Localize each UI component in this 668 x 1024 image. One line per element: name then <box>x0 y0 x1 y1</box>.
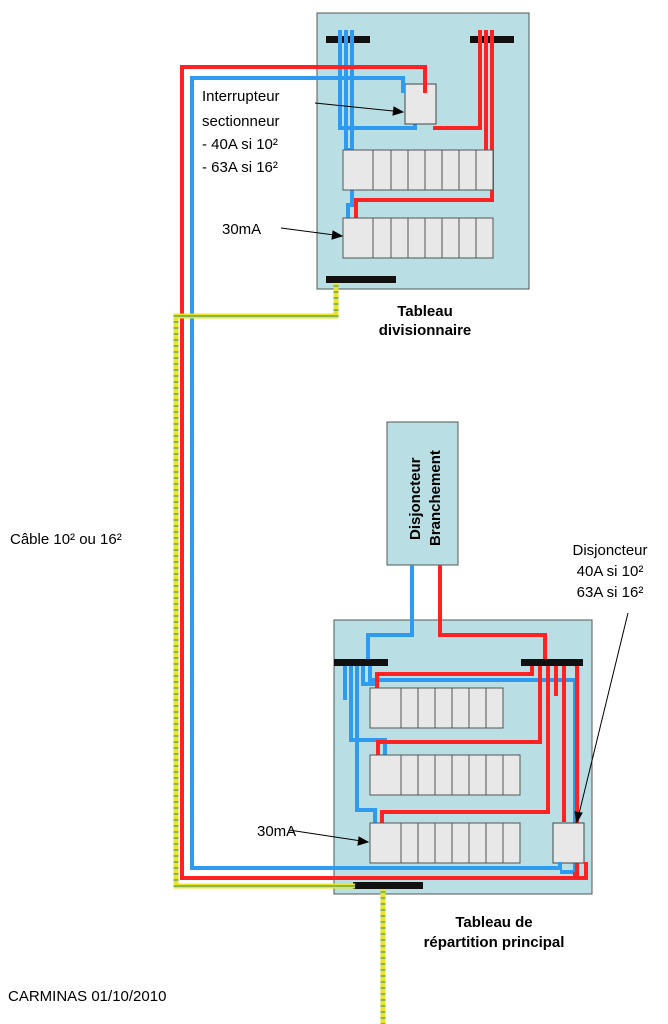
rcd-label-bottom: 30mA <box>257 823 296 840</box>
cable-10-16 <box>180 65 588 880</box>
leader-lines <box>280 102 629 846</box>
interrupteur-line-4: - 63A si 16² <box>202 159 278 176</box>
neutral-busbar-bottom <box>334 659 388 666</box>
disjoncteur-right-line-3: 63A si 16² <box>577 584 644 601</box>
bottom-module-row-3 <box>369 822 521 864</box>
bottom-module-row-1 <box>369 687 504 729</box>
phase-busbar-bottom <box>521 659 583 666</box>
bottom-panel-wiring <box>343 666 579 876</box>
rcd-label-top: 30mA <box>222 221 261 238</box>
tableau-principal-title-1: Tableau de <box>455 914 532 931</box>
interrupteur-line-1: Interrupteur <box>202 88 280 105</box>
cable-label: Câble 10² ou 16² <box>10 531 122 548</box>
branchement-wiring <box>366 565 547 662</box>
bottom-module-row-2 <box>369 754 521 796</box>
earth-busbar-top <box>326 276 396 283</box>
top-module-row-1 <box>342 149 494 191</box>
disjoncteur-branchement-box <box>386 421 459 566</box>
credit-text: CARMINAS 01/10/2010 <box>8 988 166 1005</box>
interrupteur-line-3: - 40A si 10² <box>202 136 278 153</box>
tableau-principal-title-2: répartition principal <box>424 934 565 951</box>
tableau-divisionnaire-title-1: Tableau <box>397 303 453 320</box>
disjoncteur-40-63-box <box>552 822 585 864</box>
top-module-row-2 <box>342 217 494 259</box>
earth-cable <box>173 283 386 1024</box>
interrupteur-sectionneur <box>404 83 437 125</box>
earth-busbar-bottom <box>353 882 423 889</box>
disjoncteur-branchement-line-1: Disjoncteur <box>407 457 424 540</box>
tableau-divisionnaire-title-2: divisionnaire <box>379 322 472 339</box>
interrupteur-line-2: sectionneur <box>202 113 280 130</box>
disjoncteur-right-line-1: Disjoncteur <box>572 542 647 559</box>
disjoncteur-right-line-2: 40A si 10² <box>577 563 644 580</box>
disjoncteur-branchement-line-2: Branchement <box>427 450 444 546</box>
